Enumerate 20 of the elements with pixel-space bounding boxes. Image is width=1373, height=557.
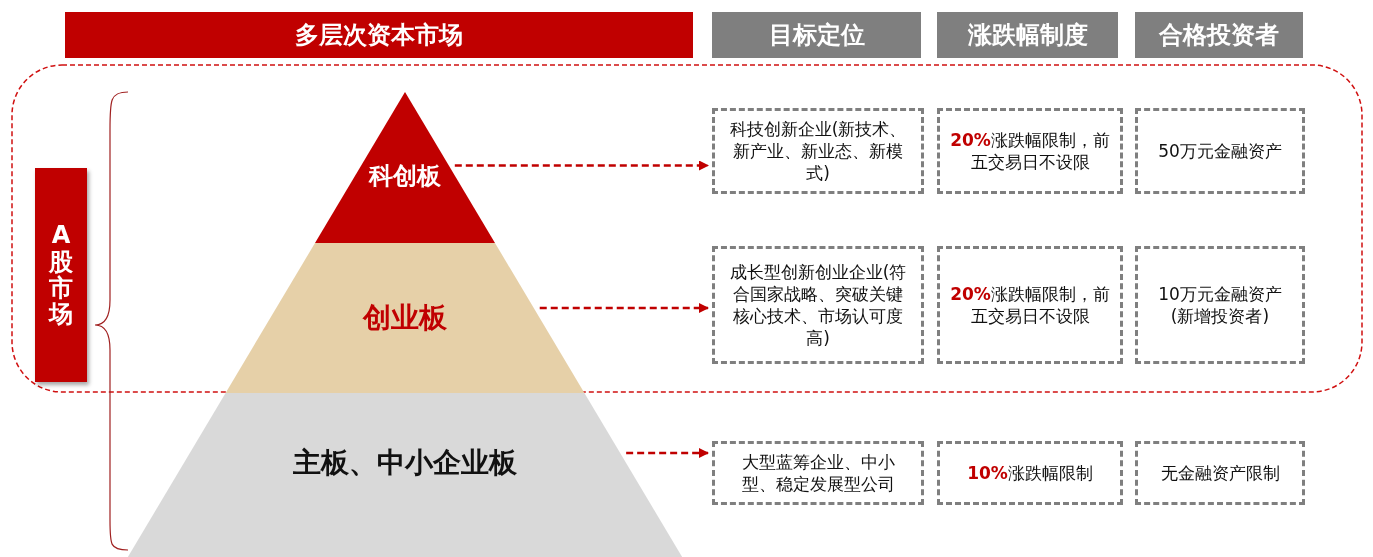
tier-label: 创业板 (363, 300, 447, 336)
dashed-arrow (454, 160, 709, 171)
info-cell: 成长型创新创业企业(符合国家战略、突破关键核心技术、市场认可度高) (712, 246, 924, 364)
info-cell: 10%涨跌幅限制 (937, 441, 1123, 505)
section-header: 多层次资本市场 (65, 12, 693, 58)
info-cell: 科技创新企业(新技术、新产业、新业态、新模式) (712, 108, 924, 194)
tier-label: 主板、中小企业板 (293, 445, 517, 481)
info-cell: 无金融资产限制 (1135, 441, 1305, 505)
info-cell: 大型蓝筹企业、中小型、稳定发展型公司 (712, 441, 924, 505)
info-cell: 20%涨跌幅限制，前五交易日不设限 (937, 108, 1123, 194)
dashed-arrow (539, 303, 709, 313)
tier-label: 科创板 (369, 160, 441, 192)
market-label-bar: A股市场 (35, 168, 87, 382)
column-header: 涨跌幅制度 (937, 12, 1118, 58)
info-cell: 20%涨跌幅限制，前五交易日不设限 (937, 246, 1123, 364)
info-cell: 10万元金融资产(新增投资者) (1135, 246, 1305, 364)
column-header: 合格投资者 (1135, 12, 1303, 58)
column-header: 目标定位 (712, 12, 921, 58)
info-cell: 50万元金融资产 (1135, 108, 1305, 194)
dashed-arrow (626, 448, 709, 458)
